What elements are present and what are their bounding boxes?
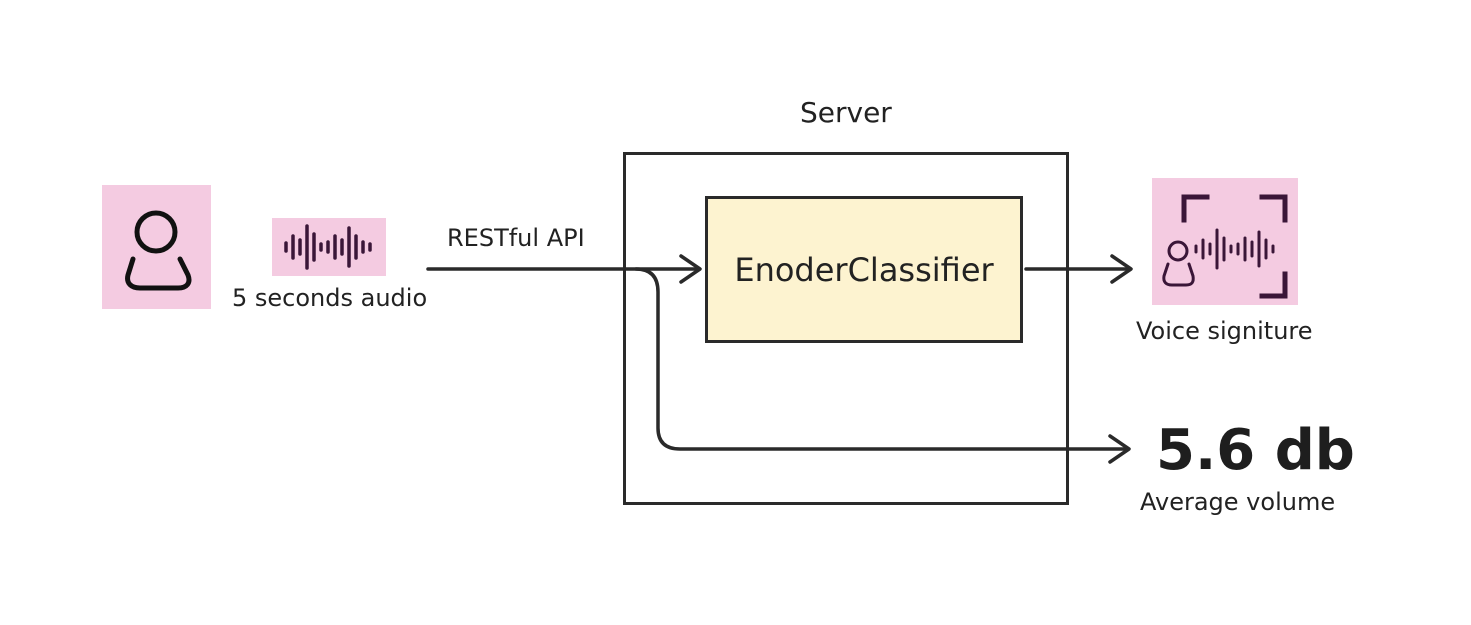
voice-signature-tile — [1152, 178, 1298, 305]
api-arrowhead — [679, 254, 702, 284]
audio-label: 5 seconds audio — [232, 284, 428, 312]
audio-tile — [272, 218, 386, 276]
volume-label: Average volume — [1140, 488, 1336, 516]
server-box — [623, 152, 1069, 505]
classifier-label: EnoderClassifier — [734, 250, 994, 289]
volume-branch-arrow — [634, 267, 1128, 451]
volume-arrowhead — [1108, 434, 1131, 464]
voice-signature-icon — [1162, 194, 1288, 299]
signature-label: Voice signiture — [1136, 317, 1313, 345]
signature-arrowhead — [1110, 254, 1133, 284]
user-tile — [102, 185, 211, 309]
api-label: RESTful API — [447, 224, 585, 252]
classifier-box: EnoderClassifier — [705, 196, 1023, 343]
waveform-icon — [284, 224, 372, 270]
user-icon — [125, 210, 192, 291]
server-label: Server — [800, 96, 892, 129]
volume-value: 5.6 db — [1156, 418, 1355, 483]
